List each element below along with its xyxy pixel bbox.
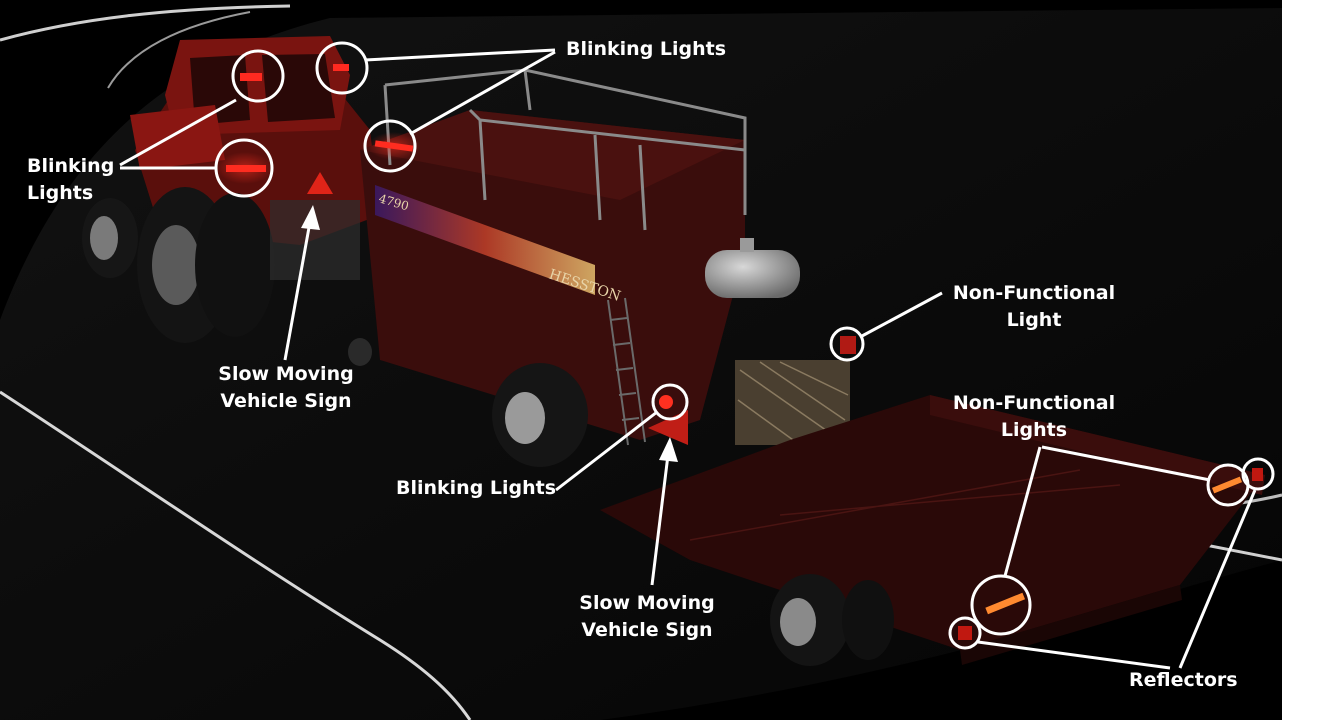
label-reflectors: Reflectors bbox=[1129, 669, 1238, 691]
tractor-cab-light-right bbox=[333, 64, 349, 71]
callout-circle-cab-light-right bbox=[315, 41, 369, 95]
arrow-head-smv-center bbox=[659, 437, 678, 462]
label-blinking-lights-center: Blinking Lights bbox=[396, 477, 557, 499]
callout-circle-wagon-light-left bbox=[970, 574, 1032, 636]
road-edge-line-left bbox=[0, 390, 472, 720]
road-edge-line-curve bbox=[107, 11, 251, 89]
callout-circle-reflector-left bbox=[948, 616, 982, 650]
callout-circle-reflector-right bbox=[1241, 457, 1275, 491]
tractor-rear-wheel-right bbox=[195, 193, 275, 337]
callout-circle-baler-upper-light bbox=[363, 119, 417, 173]
callouts bbox=[119, 41, 1275, 670]
baler-stripe bbox=[375, 185, 595, 295]
label-nonfunctional-lights-line2: Lights bbox=[1000, 419, 1068, 441]
callout-line-top-1 bbox=[364, 48, 556, 62]
baler-ladder bbox=[607, 297, 646, 446]
label-smv-sign-center-line2: Vehicle Sign bbox=[581, 619, 713, 641]
label-nonfunctional-light: Non-Functional Light bbox=[946, 280, 1122, 334]
arrow-head-smv-left bbox=[301, 205, 320, 230]
callout-circle-nonfunctional-light bbox=[829, 326, 865, 362]
wagon-wheel-right bbox=[842, 580, 894, 660]
callout-line-left-1 bbox=[119, 98, 237, 167]
label-nonfunctional-lights-line1: Non-Functional bbox=[952, 392, 1116, 414]
wagon-reflector-right bbox=[1252, 468, 1263, 481]
callout-line-top-2 bbox=[409, 50, 556, 136]
label-smv-sign-center-line1: Slow Moving bbox=[579, 592, 715, 614]
callout-circle-baler-blinking-light bbox=[651, 383, 689, 421]
arrow-line-smv-center bbox=[650, 454, 670, 586]
label-blinking-lights-left: Blinking Lights bbox=[27, 153, 114, 207]
callout-line-nonfunctional-light bbox=[861, 291, 943, 338]
label-nonfunctional-lights: Non-Functional Lights bbox=[946, 390, 1122, 444]
baler-blinking-light bbox=[659, 395, 673, 409]
baler-nonfunctional-light bbox=[840, 336, 856, 354]
baler: HESSTON 4790 bbox=[348, 68, 856, 467]
label-smv-sign-left: Slow Moving Vehicle Sign bbox=[212, 361, 360, 415]
label-nonfunctional-light-line2: Light bbox=[1006, 309, 1062, 331]
callout-circle-cab-light-left bbox=[231, 49, 285, 103]
road-edge-line-top bbox=[0, 4, 291, 42]
arrow-line-smv-left bbox=[283, 221, 312, 361]
label-blinking-lights-top: Blinking Lights bbox=[566, 38, 727, 60]
fuel-tank bbox=[705, 250, 800, 298]
label-blinking-lights-left-line1: Blinking bbox=[27, 155, 115, 177]
callout-line-nonfunc-1 bbox=[1003, 446, 1042, 577]
baler-railing bbox=[383, 68, 747, 231]
callout-line-reflector-2 bbox=[1178, 489, 1257, 669]
wagon-light-left bbox=[985, 592, 1026, 615]
wagon-light-right bbox=[1211, 476, 1243, 494]
callout-line-center-blinking bbox=[555, 410, 658, 492]
tractor-cab-light-left bbox=[240, 73, 262, 81]
label-smv-sign-left-line1: Slow Moving bbox=[218, 363, 354, 385]
arrows bbox=[283, 205, 678, 586]
tractor-smv-sign bbox=[307, 172, 333, 194]
label-smv-sign-left-line2: Vehicle Sign bbox=[220, 390, 352, 412]
label-smv-sign-center: Slow Moving Vehicle Sign bbox=[572, 590, 722, 644]
label-blinking-lights-left-line2: Lights bbox=[27, 182, 94, 204]
label-nonfunctional-light-line1: Non-Functional bbox=[952, 282, 1116, 304]
callout-line-reflector-1 bbox=[977, 640, 1171, 670]
wagon-reflector-left bbox=[958, 626, 972, 640]
baler-smv-sign bbox=[648, 410, 688, 445]
callout-line-nonfunc-2 bbox=[1041, 445, 1211, 482]
right-margin bbox=[1282, 0, 1322, 720]
